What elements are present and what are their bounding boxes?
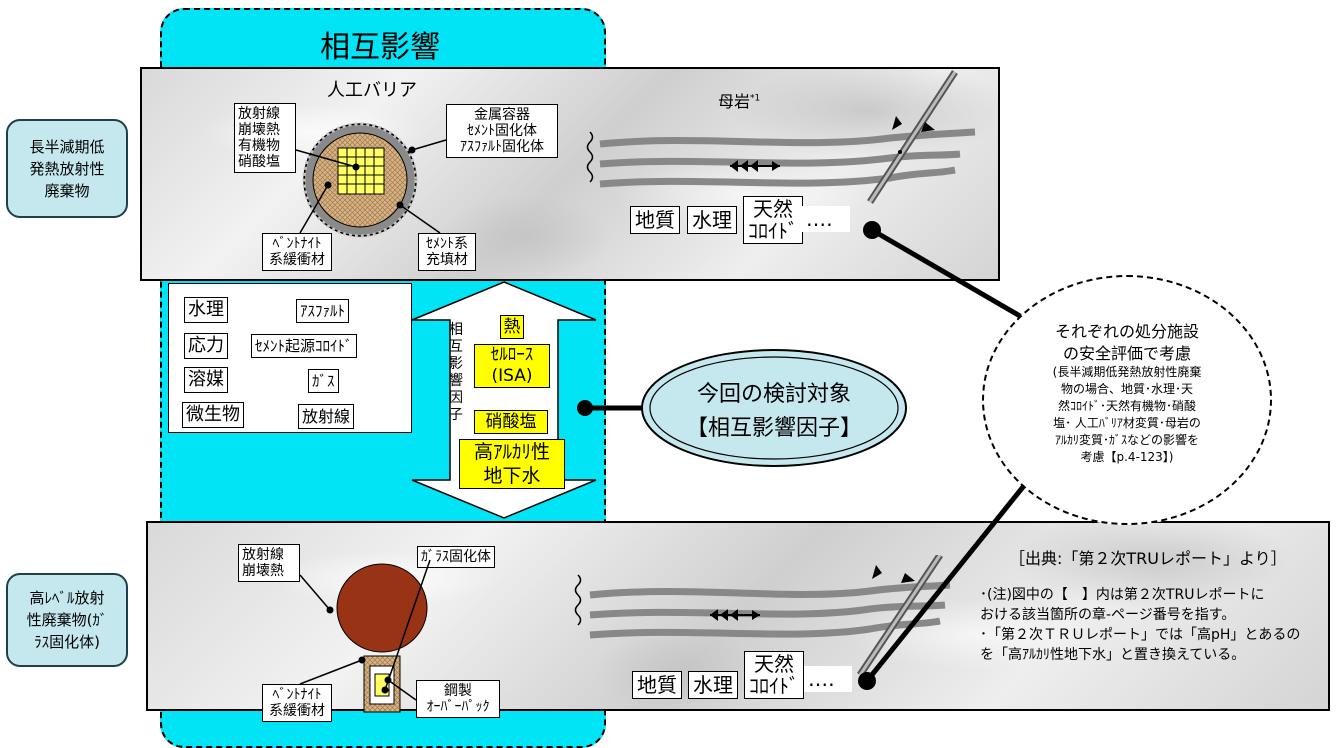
prop-line: 有機物 (238, 138, 280, 154)
prop-line: 硝酸塩 (238, 154, 280, 170)
factor-hydro: 水理 (184, 297, 228, 323)
host-rock-text: 母岩 (718, 92, 751, 111)
callout-detail-line: 考慮【p.4-123】) (1080, 450, 1174, 464)
tru-containers-box: 金属容器 ｾﾒﾝﾄ固化体 ｱｽﾌｧﾙﾄ固化体 (446, 104, 558, 158)
cellulose-line: ｾﾙﾛｰｽ (490, 345, 534, 365)
overpack-line: 鋼製 (444, 683, 472, 699)
prop-line: 崩壊熱 (242, 563, 284, 579)
callout-line: それぞれの処分施設 (1054, 322, 1199, 341)
colloid-line: ｺﾛｲﾄﾞ (748, 219, 798, 243)
alkaline-line: 地下水 (483, 465, 541, 487)
backfill-line: ｾﾒﾝﾄ系 (426, 236, 468, 252)
backfill-line: 充填材 (426, 252, 468, 268)
container-line: ｱｽﾌｧﾙﾄ固化体 (460, 139, 544, 155)
container-line: ｾﾒﾝﾄ固化体 (467, 123, 537, 139)
tru-waste-label: 長半減期低 発熱放射性 廃棄物 (6, 119, 128, 218)
callout-detail: (長半減期低発熱放射性廃棄 物の場合、地質･水理･天 然ｺﾛｲﾄﾞ･天然有機物･… (1010, 364, 1244, 466)
tru-host-rock-fractures (586, 70, 976, 204)
tru-dots-tag: ‥‥ (802, 206, 850, 232)
tru-buffer-box: ﾍﾞﾝﾄﾅｲﾄ 系緩衝材 (262, 233, 332, 271)
buffer-line: 系緩衝材 (269, 703, 325, 719)
container-line: 金属容器 (474, 107, 530, 123)
hlw-overpack-box: 鋼製 ｵｰﾊﾞｰﾊﾟｯｸ (416, 680, 500, 718)
colloid-line: 天然 (754, 652, 794, 676)
colloid-line: ｺﾛｲﾄﾞ (749, 674, 799, 698)
hlw-colloid-tag: 天然 ｺﾛｲﾄﾞ (744, 651, 804, 699)
prop-line: 崩壊熱 (238, 122, 280, 138)
tru-hydro-tag: 水理 (687, 206, 737, 234)
notes-block: ･(注)図中の【 】内は第２次TRUレポートに おける該当箇所の章-ページ番号を… (980, 585, 1336, 665)
hlw-dots-tag: ‥‥ (804, 666, 852, 692)
safety-assessment-callout (982, 275, 1272, 525)
target-title: 今回の検討対象 (696, 382, 851, 407)
factor-high-alkaline: 高ｱﾙｶﾘ性 地下水 (459, 439, 565, 489)
factor-solvent: 溶媒 (184, 367, 228, 393)
note-line: ･「第２次ＴＲＵレポート」では「高pH」とあるの (980, 627, 1301, 643)
tru-backfill-box: ｾﾒﾝﾄ系 充填材 (418, 233, 476, 271)
factor-asphalt: ｱｽﾌｧﾙﾄ (296, 299, 350, 323)
hlw-label-line: 性廃棄物(ｶﾞ (26, 611, 108, 629)
callout-detail-line: (長半減期低発熱放射性廃棄 (1052, 365, 1202, 379)
factor-cellulose: ｾﾙﾛｰｽ (ISA) (474, 344, 550, 388)
callout-detail-line: 物の場合、地質･水理･天 (1060, 382, 1193, 396)
tru-geology-tag: 地質 (630, 206, 680, 234)
factor-radiation: 放射線 (298, 404, 355, 429)
target-subtitle: 【相互影響因子】 (685, 416, 862, 441)
note-line: おける該当箇所の章-ページ番号を指す。 (980, 607, 1236, 623)
factor-stress: 応力 (184, 333, 228, 359)
hlw-waste-props-box: 放射線 崩壊熱 (238, 544, 300, 582)
factor-microbe: 微生物 (182, 402, 244, 428)
prop-line: 放射線 (242, 547, 284, 563)
host-rock-note: *1 (750, 93, 761, 104)
buffer-line: 系緩衝材 (269, 252, 325, 268)
alkaline-line: 高ｱﾙｶﾘ性 (473, 441, 550, 463)
hlw-label-line: ﾗｽ固化体) (34, 633, 100, 651)
cellulose-line: (ISA) (491, 366, 533, 386)
note-line: を「高ｱﾙｶﾘ性地下水」と置き換えている。 (980, 647, 1246, 663)
hlw-geology-tag: 地質 (632, 671, 682, 699)
hlw-glass-box: ｶﾞﾗｽ固化体 (417, 546, 495, 568)
arrow-label: 相互影響因子 (449, 322, 463, 423)
tru-colloid-tag: 天然 ｺﾛｲﾄﾞ (743, 196, 803, 244)
buffer-line: ﾍﾞﾝﾄﾅｲﾄ (272, 687, 322, 703)
source-citation: ［出典:「第２次TRUレポート」より］ (1009, 549, 1287, 568)
buffer-line: ﾍﾞﾝﾄﾅｲﾄ (272, 236, 322, 252)
hlw-buffer-box: ﾍﾞﾝﾄﾅｲﾄ 系緩衝材 (262, 684, 332, 722)
callout-detail-line: 然ｺﾛｲﾄﾞ･天然有機物･硝酸 (1057, 399, 1196, 413)
factor-gas: ｶﾞｽ (308, 369, 339, 393)
callout-detail-line: ｱﾙｶﾘ変質･ｶﾞｽなどの影響を (1054, 433, 1199, 447)
hlw-label-line: 高ﾚﾍﾞﾙ放射 (29, 589, 105, 607)
colloid-line: 天然 (753, 197, 793, 221)
host-rock-label: 母岩*1 (718, 88, 760, 112)
factor-nitrate: 硝酸塩 (474, 410, 548, 434)
tru-waste-props-box: 放射線 崩壊熱 有機物 硝酸塩 (234, 103, 296, 173)
factor-heat: 熱 (500, 315, 524, 339)
tru-label-line: 発熱放射性 (29, 159, 105, 178)
callout-line: の安全評価で考慮 (1062, 344, 1191, 363)
prop-line: 放射線 (238, 106, 280, 122)
header-title: 相互影響 (320, 30, 440, 65)
tru-label-line: 廃棄物 (44, 181, 90, 200)
callout-detail-line: 塩･ 人工ﾊﾞﾘｱ材変質･母岩の (1053, 416, 1201, 430)
tru-ebs-diagram (302, 122, 418, 238)
factor-cement-colloid: ｾﾒﾝﾄ起源ｺﾛｲﾄﾞ (251, 334, 357, 358)
hlw-label: 高ﾚﾍﾞﾙ放射 性廃棄物(ｶﾞ ﾗｽ固化体) (6, 573, 128, 667)
ebs-label: 人工バリア (327, 80, 417, 101)
note-line: ･(注)図中の【 】内は第２次TRUレポートに (980, 587, 1265, 603)
target-ellipse (641, 349, 907, 467)
overpack-line: ｵｰﾊﾞｰﾊﾟｯｸ (426, 699, 490, 715)
tru-label-line: 長半減期低 (29, 137, 105, 156)
hlw-hydro-tag: 水理 (688, 671, 738, 699)
hlw-ebs-diagram (336, 563, 428, 713)
